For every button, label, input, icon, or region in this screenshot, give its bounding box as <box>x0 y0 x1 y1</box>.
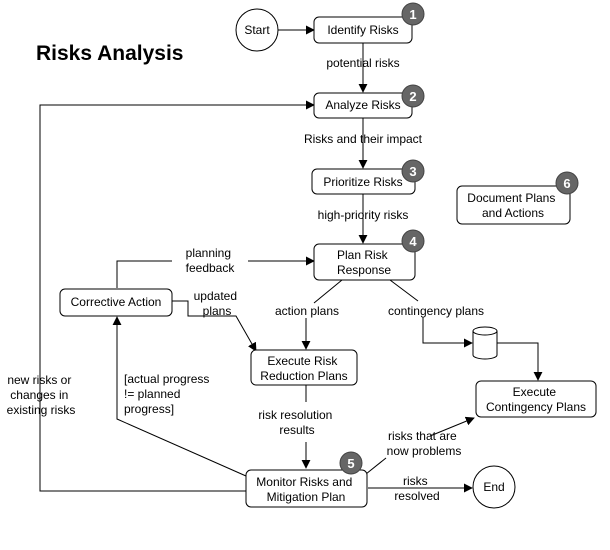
label-risks-resolved: risks resolved <box>394 474 439 503</box>
node-identify-risks: Identify Risks <box>313 16 413 44</box>
label-risks-impact: Risks and their impact <box>304 132 423 146</box>
svg-text:2: 2 <box>409 89 416 104</box>
node-document-plans: Document Plans and Actions <box>456 185 571 225</box>
node-analyze-label: Analyze Risks <box>325 98 400 112</box>
node-corrective-label: Corrective Action <box>71 295 162 309</box>
label-now-problems: risks that are now problems <box>387 429 462 458</box>
node-execute-reduction: Execute Risk Reduction Plans <box>250 349 358 386</box>
node-monitor-risks: Monitor Risks and Mitigation Plan <box>245 469 368 508</box>
edge-plan-actionplans <box>313 279 343 304</box>
node-contingency-store <box>472 326 498 360</box>
label-actual-progress: [actual progress != planned progress] <box>124 372 213 416</box>
node-end: End <box>472 465 516 509</box>
svg-text:6: 6 <box>563 176 570 191</box>
edge-monitor-analyze <box>39 100 315 492</box>
node-end-label: End <box>483 480 504 494</box>
label-risk-resolution: risk resolution results <box>258 408 335 437</box>
node-execute-contingency: Execute Contingency Plans <box>475 380 597 418</box>
node-plan-risk-response: Plan Risk Response <box>313 243 416 281</box>
step-badge-3: 3 <box>401 159 425 183</box>
step-badge-1: 1 <box>401 2 425 26</box>
label-action-plans: action plans <box>275 304 339 318</box>
step-badge-6: 6 <box>555 171 579 195</box>
edge-corrective-execute <box>172 300 257 352</box>
svg-text:3: 3 <box>409 164 416 179</box>
node-monitor-label: Monitor Risks and Mitigation Plan <box>256 475 355 504</box>
node-corrective-action: Corrective Action <box>59 288 173 317</box>
label-high-priority: high-priority risks <box>318 208 409 222</box>
label-updated-plans: updated plans <box>194 289 241 318</box>
label-contingency-plans: contingency plans <box>388 304 484 318</box>
node-document-label: Document Plans and Actions <box>467 191 558 220</box>
node-plan-label: Plan Risk Response <box>337 248 391 277</box>
edge-monitor-corrective <box>112 316 247 477</box>
label-potential-risks: potential risks <box>326 56 399 70</box>
diagram-title: Risks Analysis <box>36 42 183 65</box>
node-execute-reduction-label: Execute Risk Reduction Plans <box>260 354 347 383</box>
node-identify-label: Identify Risks <box>327 23 398 37</box>
label-planning-feedback: planning feedback <box>186 246 236 275</box>
step-badge-2: 2 <box>401 84 425 108</box>
edge-labels: potential risks Risks and their impact h… <box>7 56 484 503</box>
edge-contingency-store <box>422 317 473 348</box>
edge-store-executecont <box>496 342 543 381</box>
node-execute-contingency-label: Execute Contingency Plans <box>486 385 586 414</box>
svg-text:5: 5 <box>347 456 354 471</box>
step-badge-4: 4 <box>401 229 425 253</box>
node-start: Start <box>235 8 279 52</box>
edge-nowproblems-executecont <box>429 416 475 437</box>
edge-corrective-plan <box>116 260 172 288</box>
svg-text:1: 1 <box>409 7 416 22</box>
connectors <box>39 25 543 493</box>
edge-monitor-nowproblems <box>365 457 387 475</box>
node-start-label: Start <box>244 23 270 37</box>
step-badge-5: 5 <box>339 451 363 475</box>
node-prioritize-label: Prioritize Risks <box>323 175 402 189</box>
label-new-risks: new risks or changes in existing risks <box>7 373 76 417</box>
node-prioritize-risks: Prioritize Risks <box>311 168 416 195</box>
svg-text:4: 4 <box>409 234 417 249</box>
edge-plan-contingency <box>389 279 419 302</box>
node-analyze-risks: Analyze Risks <box>313 92 413 119</box>
